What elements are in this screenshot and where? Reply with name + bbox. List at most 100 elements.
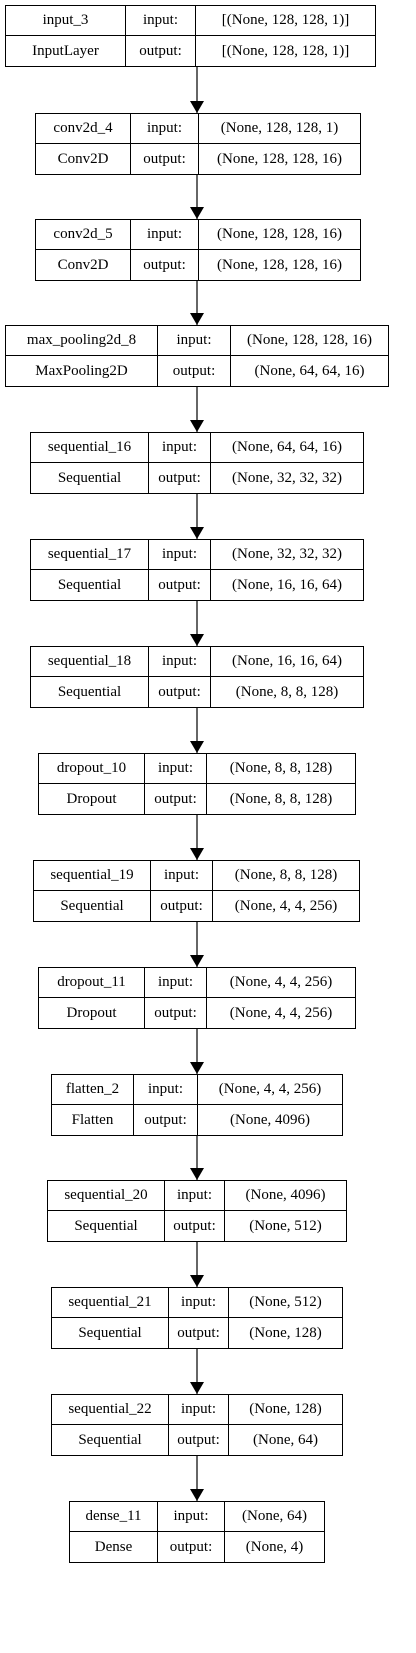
output-label: output: — [131, 144, 199, 174]
input-shape: (None, 8, 8, 128) — [207, 754, 355, 784]
input-label: input: — [131, 114, 199, 144]
layer-type: Conv2D — [36, 144, 131, 174]
input-shape: (None, 128, 128, 16) — [231, 326, 388, 356]
layer-type: Sequential — [34, 891, 151, 921]
input-label: input: — [149, 647, 211, 677]
input-label: input: — [134, 1075, 198, 1105]
input-shape: (None, 16, 16, 64) — [211, 647, 363, 677]
layer-name: dropout_11 — [39, 968, 145, 998]
input-shape: (None, 8, 8, 128) — [213, 861, 359, 891]
layer-type: Dropout — [39, 998, 145, 1028]
output-label: output: — [158, 356, 231, 386]
layer-name: dropout_10 — [39, 754, 145, 784]
layer-name: sequential_16 — [31, 433, 149, 463]
input-label: input: — [145, 968, 207, 998]
input-shape: (None, 4, 4, 256) — [198, 1075, 342, 1105]
layer-type: Sequential — [31, 463, 149, 493]
layer-name: input_3 — [6, 6, 126, 36]
input-label: input: — [169, 1288, 229, 1318]
output-label: output: — [131, 250, 199, 280]
output-shape: (None, 16, 16, 64) — [232, 576, 342, 593]
output-shape: (None, 128) — [249, 1324, 322, 1341]
input-label: input: — [169, 1395, 229, 1425]
output-shape: (None, 512) — [249, 1217, 322, 1234]
input-shape: (None, 4, 4, 256) — [207, 968, 355, 998]
output-shape: (None, 4, 4, 256) — [234, 897, 338, 914]
layer-name: flatten_2 — [52, 1075, 134, 1105]
output-shape: (None, 128, 128, 16) — [217, 256, 342, 273]
layer-name: conv2d_5 — [36, 220, 131, 250]
layer-type: Conv2D — [36, 250, 131, 280]
output-label: output: — [169, 1318, 229, 1348]
input-shape: (None, 64, 64, 16) — [211, 433, 363, 463]
layer-name: sequential_22 — [52, 1395, 169, 1425]
layer-type: InputLayer — [6, 36, 126, 66]
output-shape: (None, 8, 8, 128) — [235, 683, 339, 700]
output-shape: (None, 4096) — [230, 1111, 310, 1128]
input-label: input: — [126, 6, 196, 36]
output-label: output: — [149, 677, 211, 707]
output-label: output: — [165, 1211, 225, 1241]
layer-name: sequential_18 — [31, 647, 149, 677]
input-label: input: — [151, 861, 213, 891]
output-label: output: — [151, 891, 213, 921]
input-shape: (None, 128) — [229, 1395, 342, 1425]
layer-type: MaxPooling2D — [6, 356, 158, 386]
input-label: input: — [165, 1181, 225, 1211]
output-shape: (None, 4) — [245, 1538, 304, 1555]
output-shape: (None, 8, 8, 128) — [229, 790, 333, 807]
output-shape: (None, 128, 128, 16) — [217, 150, 342, 167]
output-label: output: — [169, 1425, 229, 1455]
output-label: output: — [126, 36, 196, 66]
layer-name: conv2d_4 — [36, 114, 131, 144]
output-shape: [(None, 128, 128, 1)] — [221, 42, 350, 59]
layer-type: Flatten — [52, 1105, 134, 1135]
output-label: output: — [149, 570, 211, 600]
output-label: output: — [145, 784, 207, 814]
input-label: input: — [149, 540, 211, 570]
layer-name: max_pooling2d_8 — [6, 326, 158, 356]
input-shape: (None, 64) — [225, 1502, 324, 1532]
layer-type: Sequential — [52, 1425, 169, 1455]
layer-name: dense_11 — [70, 1502, 158, 1532]
output-shape: (None, 64) — [253, 1431, 318, 1448]
layer-type: Sequential — [52, 1318, 169, 1348]
output-label: output: — [145, 998, 207, 1028]
layer-type: Dense — [70, 1532, 158, 1562]
output-shape: (None, 32, 32, 32) — [232, 469, 342, 486]
output-shape: (None, 4, 4, 256) — [229, 1004, 333, 1021]
output-label: output: — [149, 463, 211, 493]
input-label: input: — [158, 1502, 225, 1532]
layer-name: sequential_21 — [52, 1288, 169, 1318]
input-shape: (None, 128, 128, 16) — [199, 220, 360, 250]
layer-type: Sequential — [31, 677, 149, 707]
input-label: input: — [158, 326, 231, 356]
layer-type: Sequential — [31, 570, 149, 600]
output-label: output: — [134, 1105, 198, 1135]
layer-type: Sequential — [48, 1211, 165, 1241]
input-label: input: — [131, 220, 199, 250]
layer-name: sequential_20 — [48, 1181, 165, 1211]
output-shape: (None, 64, 64, 16) — [254, 362, 365, 379]
input-shape: (None, 128, 128, 1) — [199, 114, 360, 144]
input-shape: (None, 32, 32, 32) — [211, 540, 363, 570]
input-label: input: — [149, 433, 211, 463]
output-label: output: — [158, 1532, 225, 1562]
input-shape: (None, 512) — [229, 1288, 342, 1318]
input-label: input: — [145, 754, 207, 784]
layer-name: sequential_19 — [34, 861, 151, 891]
